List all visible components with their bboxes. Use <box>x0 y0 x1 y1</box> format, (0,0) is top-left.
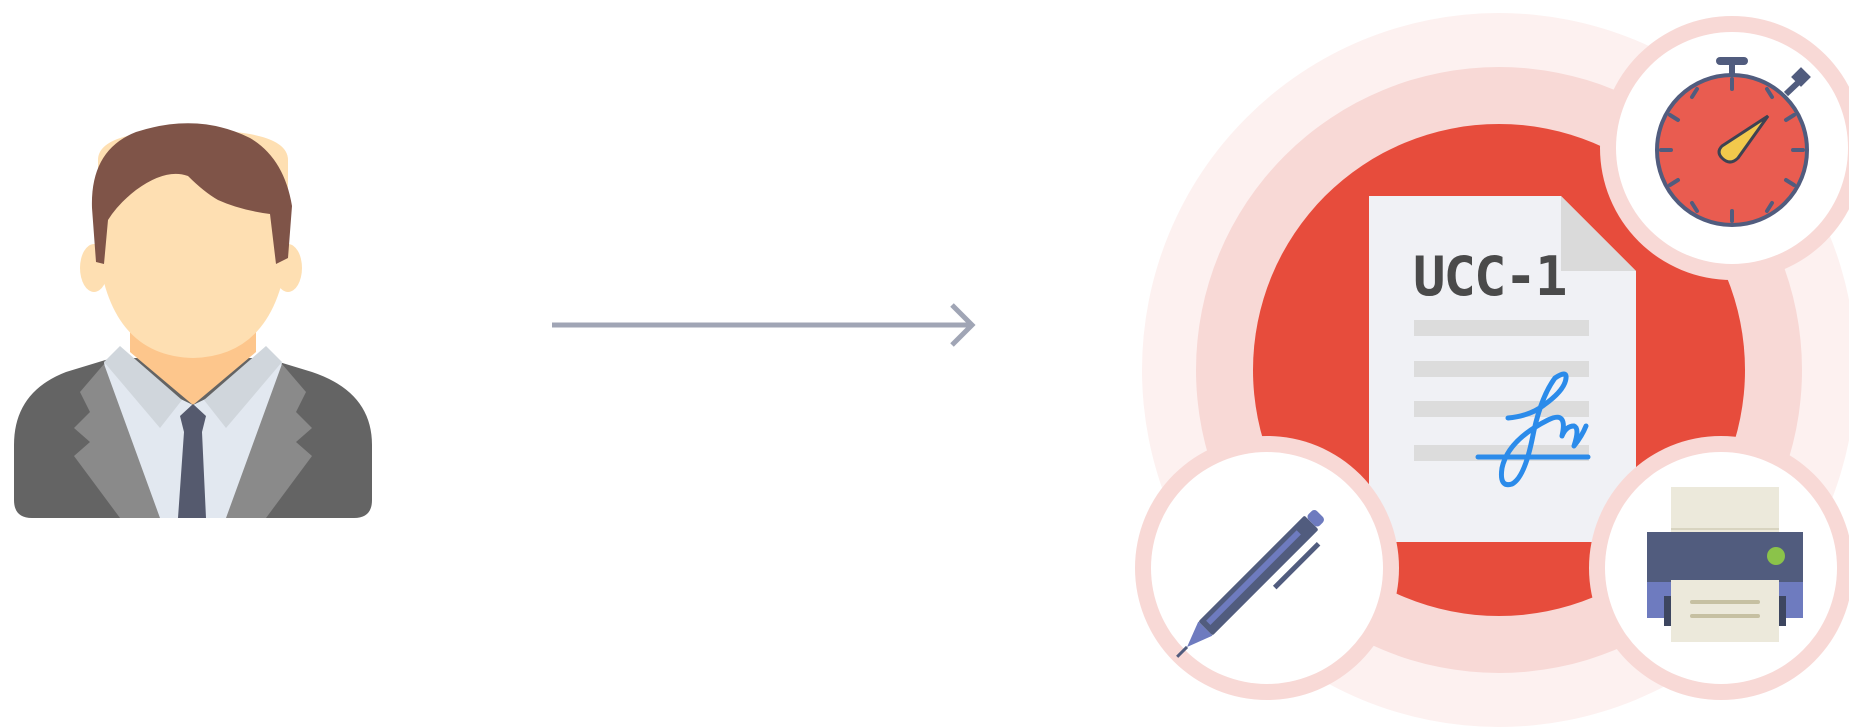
document-icon: UCC-1 <box>1369 196 1636 542</box>
ucc-filing-illustration: UCC-1 <box>1135 13 1849 727</box>
tie <box>178 404 206 518</box>
document-line <box>1414 401 1589 417</box>
arrow-right-icon <box>552 305 972 345</box>
pen-badge <box>1135 436 1399 700</box>
businessman-icon <box>14 123 372 520</box>
document-line <box>1414 320 1589 336</box>
printer-paper-in <box>1671 487 1779 533</box>
printer-led <box>1767 547 1785 565</box>
document-title: UCC-1 <box>1413 245 1566 308</box>
printer-badge <box>1589 436 1849 700</box>
printer-paper-out <box>1671 580 1779 642</box>
